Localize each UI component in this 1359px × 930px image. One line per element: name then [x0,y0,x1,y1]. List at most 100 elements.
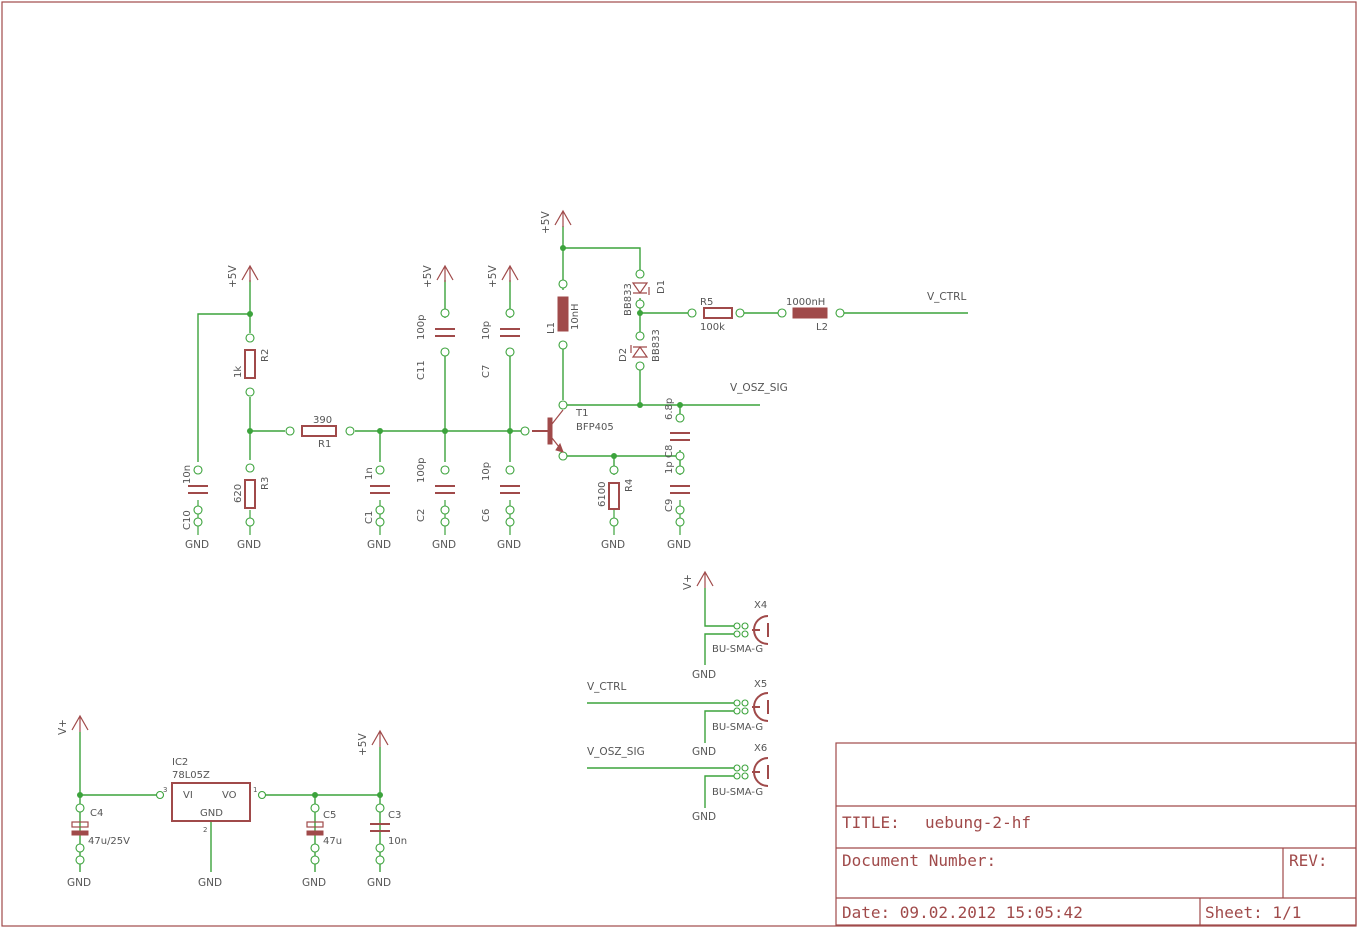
svg-text:2: 2 [203,826,207,834]
svg-text:10p: 10p [481,462,492,481]
title-label: TITLE: [842,813,900,832]
varactor-d1: BB833 D1 [623,269,667,316]
svg-text:+5V: +5V [227,265,239,288]
svg-text:R4: R4 [624,479,635,492]
svg-text:D1: D1 [656,280,667,294]
resistor-r2: 1k R2 [233,333,271,397]
inductor-l2: 1000nH L2 [777,297,845,333]
svg-text:C5: C5 [323,810,336,821]
svg-text:C9: C9 [664,499,675,512]
svg-text:1n: 1n [364,467,375,480]
svg-text:1: 1 [253,786,257,794]
svg-text:3: 3 [163,786,167,794]
svg-text:1p: 1p [664,461,675,474]
svg-text:BB833: BB833 [623,283,634,316]
svg-text:C7: C7 [481,365,492,378]
svg-text:GND: GND [185,539,209,551]
gnd-labels: GND GND GND GND GND GND GND GND GND GND … [67,539,716,889]
svg-text:V+: V+ [682,574,694,590]
svg-text:R3: R3 [260,477,271,490]
connector-x5: X5 BU-SMA-G V_CTRL [587,679,769,743]
svg-text:620: 620 [233,484,244,503]
resistor-r3: 620 R3 [233,463,271,527]
svg-text:C4: C4 [90,808,103,819]
supply-5v-c11: +5V [422,265,454,288]
svg-text:GND: GND [692,669,716,681]
svg-text:100k: 100k [700,322,725,333]
svg-text:GND: GND [692,746,716,758]
capacitor-c10: 10n C10 [182,465,208,530]
svg-text:GND: GND [667,539,691,551]
svg-text:100p: 100p [416,315,427,340]
wires [197,226,968,475]
svg-text:78L05Z: 78L05Z [172,770,210,781]
svg-text:390: 390 [313,415,332,426]
capacitor-c9: C9 [664,465,690,527]
title-value: uebung-2-hf [925,813,1031,832]
supply-vplus-c4: V+ [57,714,89,735]
svg-text:X4: X4 [754,600,767,611]
svg-text:V+: V+ [57,719,69,735]
svg-text:GND: GND [692,811,716,823]
svg-text:BU-SMA-G: BU-SMA-G [712,722,763,733]
capacitor-c4: C4 47u/25V [71,803,130,865]
svg-text:C6: C6 [481,509,492,522]
svg-text:GND: GND [432,539,456,551]
svg-text:BFP405: BFP405 [576,422,614,433]
supply-5v-c3: +5V [357,729,389,756]
supply-5v-c7: +5V [487,265,519,288]
svg-text:47u/25V: 47u/25V [88,836,130,847]
svg-text:C11: C11 [416,360,427,380]
sheet-label: Sheet: 1/1 [1205,903,1301,922]
capacitor-c1: 1n C1 [364,465,390,527]
supply-5v-r2: +5V [227,265,259,288]
svg-text:X5: X5 [754,679,767,690]
svg-text:6100: 6100 [597,482,608,507]
svg-text:GND: GND [302,877,326,889]
transistor-t1: T1 BFP405 [520,400,614,461]
net-label-v-osz-sig: V_OSZ_SIG [730,382,788,394]
svg-text:GND: GND [198,877,222,889]
svg-text:100p: 100p [416,458,427,483]
svg-text:+5V: +5V [422,265,434,288]
svg-text:GND: GND [237,539,261,551]
svg-text:BB833: BB833 [651,329,662,362]
resistor-r5: R5 100k [687,297,745,333]
svg-text:C2: C2 [416,509,427,522]
date-label: Date: 09.02.2012 15:05:42 [842,903,1083,922]
svg-text:+5V: +5V [540,211,552,234]
supply-vplus-x4: V+ [682,570,714,590]
power-supply-wires [79,732,381,872]
inductor-l1: L1 10nH [546,279,581,350]
svg-text:C1: C1 [364,511,375,524]
svg-text:R2: R2 [260,349,271,362]
svg-text:L1: L1 [546,322,557,334]
svg-text:10nH: 10nH [570,303,581,330]
svg-text:V_OSZ_SIG: V_OSZ_SIG [587,746,645,758]
svg-text:10p: 10p [481,321,492,340]
svg-text:6.8p: 6.8p [664,398,675,420]
svg-text:VI: VI [183,790,193,801]
capacitor-c7: 10p C7 [481,308,520,378]
varactor-d2: D2 BB833 [618,329,662,371]
svg-text:GND: GND [601,539,625,551]
svg-text:L2: L2 [816,322,828,333]
svg-text:R5: R5 [700,297,713,308]
svg-text:GND: GND [67,877,91,889]
svg-text:GND: GND [367,539,391,551]
svg-text:C10: C10 [182,510,193,530]
supply-5v-l1: +5V [540,209,572,234]
capacitor-c11: 100p C11 [416,308,455,380]
svg-text:C8: C8 [664,445,675,458]
capacitor-c5: C5 47u [306,803,342,865]
document-number-label: Document Number: [842,851,996,870]
net-label-v-ctrl: V_CTRL [927,291,966,303]
capacitor-c2: 100p C2 [416,458,455,527]
svg-text:X6: X6 [754,743,767,754]
title-block: TITLE: uebung-2-hf Document Number: REV:… [835,742,1357,926]
svg-text:GND: GND [367,877,391,889]
svg-text:T1: T1 [575,408,588,419]
svg-text:1k: 1k [233,366,244,378]
